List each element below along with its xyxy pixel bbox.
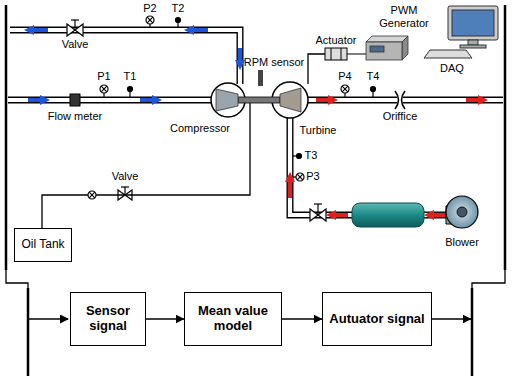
actuator [325, 48, 347, 60]
process-box: Sensor signal [70, 292, 146, 346]
box-text: Mean value model [189, 304, 277, 334]
box-text: Autuator signal [329, 312, 424, 327]
temperature-sensor [128, 18, 376, 159]
pipe [8, 30, 503, 215]
box-text: Oil Tank [21, 238, 64, 252]
part-label: P3 [306, 170, 319, 183]
pwm-generator [366, 36, 408, 60]
part-label: Oriffice [383, 110, 418, 123]
blower [352, 196, 478, 228]
tank-box: Oil Tank [14, 228, 72, 262]
flow-arrow [28, 30, 480, 215]
flow-arrow [282, 318, 322, 319]
signal-wire [432, 318, 471, 319]
part-label: P2 [143, 2, 156, 15]
process-box: Autuator signal [322, 292, 432, 346]
turbocharger [211, 70, 308, 118]
part-label: Compressor [170, 122, 230, 135]
part-label: T4 [367, 70, 380, 83]
part-label: T1 [124, 70, 137, 83]
part-label: Blower [445, 236, 479, 249]
part-label: Actuator [316, 34, 357, 47]
part-label: Turbine [300, 124, 337, 137]
part-label: Flow meter [48, 110, 102, 123]
bus-bar [6, 5, 505, 376]
part-label: Valve [62, 38, 89, 51]
process-box: Mean value model [184, 292, 282, 346]
rpm-sensor [258, 70, 263, 86]
actuator-rod [308, 54, 325, 84]
signal-wire [347, 54, 366, 55]
daq-computer [424, 6, 498, 58]
part-label: Valve [112, 170, 139, 183]
orifice [395, 91, 405, 109]
part-label: P1 [97, 70, 110, 83]
flow-meter [70, 94, 80, 106]
part-label: PWM Generator [373, 4, 435, 29]
box-text: Sensor signal [75, 304, 141, 334]
part-label: T2 [172, 2, 185, 15]
pressure-sensor [88, 16, 349, 199]
part-label: DAQ [440, 62, 464, 75]
part-label: T3 [305, 149, 318, 162]
flow-arrow [146, 318, 184, 319]
part-label: RPM sensor [244, 56, 305, 69]
valve-symbol [67, 20, 326, 221]
oil-line [42, 103, 250, 228]
part-label: P4 [338, 70, 351, 83]
